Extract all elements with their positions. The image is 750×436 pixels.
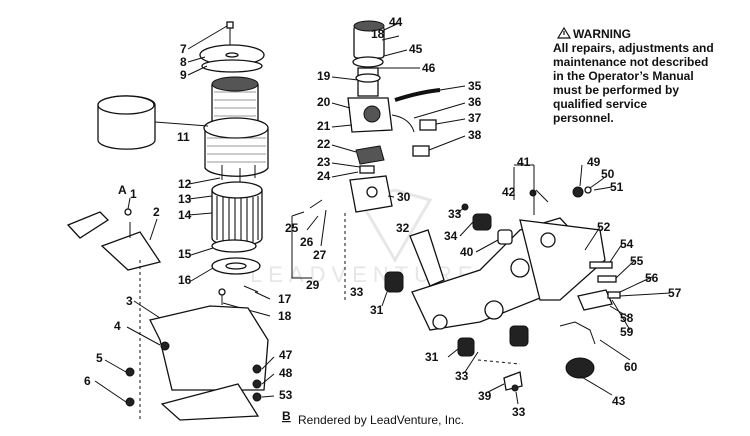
part-callout-53: 54 [620,237,634,251]
part-callout-25: 46 [422,61,436,75]
part-callout-24: 45 [409,42,423,56]
part-callout-18: 47 [279,348,293,362]
part-callout-51: 34 [444,229,458,243]
part-callout-30: 23 [317,155,331,169]
part-callout-17: 6 [84,374,91,388]
part-callout-43: 32 [396,221,410,235]
decal-and-shroud-assembly [66,197,275,421]
part-callout-7: 15 [178,247,192,261]
part-callout-54: 55 [630,254,644,268]
part-callout-35: 38 [468,128,482,142]
part-callout-44: 41 [517,155,531,169]
part-callout-46: 49 [587,155,601,169]
part-callout-58: 59 [620,325,634,339]
part-callout-5: 13 [178,192,192,206]
warning-icon [556,26,572,39]
part-callout-63: 33 [512,405,526,419]
part-callout-37: 25 [285,221,299,235]
part-callout-33: 36 [468,95,482,109]
warning-line-3: in the Operator’s Manual [553,69,694,83]
part-callout-45: 42 [502,185,516,199]
part-callout-29: 22 [317,137,331,151]
part-callout-20: 53 [279,388,293,402]
part-callout-11: A [118,183,127,197]
part-callout-38: 26 [300,235,314,249]
part-callout-12: 1 [130,187,137,201]
part-callout-59: 60 [624,360,638,374]
carburetor-assembly [291,20,466,300]
part-callout-52: 40 [460,245,474,259]
part-callout-27: 20 [317,95,331,109]
warning-line-1: All repairs, adjustments and [553,41,714,55]
part-callout-32: 35 [468,79,482,93]
warning-line-4: must be performed by [553,83,679,97]
part-callout-31: 24 [317,169,331,183]
air-cleaner-assembly [97,21,271,317]
part-callout-60: 31 [425,350,439,364]
part-callout-10: 18 [278,309,292,323]
part-callout-16: 5 [96,351,103,365]
part-callout-2: 9 [180,68,187,82]
part-callout-3: 11 [177,130,190,144]
warning-line-5: qualified service [553,97,647,111]
part-callout-1: 8 [180,55,187,69]
part-callout-8: 16 [178,273,192,287]
part-callout-62: 39 [478,389,492,403]
part-callout-23: 18 [371,27,385,41]
part-callout-47: 50 [601,167,615,181]
part-callout-34: 37 [468,111,482,125]
part-callout-21: B [282,409,291,423]
warning-line-2: maintenance not described [553,55,708,69]
credit-text: Rendered by LeadVenture, Inc. [298,413,464,427]
warning-title: WARNING [573,27,631,41]
part-callout-61: 33 [455,369,469,383]
part-callout-64: 43 [612,394,626,408]
part-callout-15: 4 [114,319,121,333]
part-callout-4: 12 [178,177,192,191]
part-callout-48: 51 [610,180,624,194]
part-callout-49: 33 [448,207,462,221]
part-callout-50: 52 [597,220,611,234]
part-callout-40: 29 [306,278,320,292]
part-callout-42: 31 [370,303,384,317]
warning-line-6: personnel. [553,111,614,125]
part-callout-41: 33 [350,285,364,299]
part-callout-36: 30 [397,190,411,204]
part-callout-22: 44 [389,15,403,29]
part-callout-28: 21 [317,119,331,133]
part-callout-13: 2 [153,205,160,219]
part-callout-0: 7 [180,42,187,56]
part-callout-6: 14 [178,208,192,222]
part-callout-39: 27 [313,248,327,262]
lower-bracket-assembly [381,164,671,405]
part-callout-14: 3 [126,294,133,308]
part-callout-56: 57 [668,286,682,300]
part-callout-55: 56 [645,271,659,285]
part-callout-26: 19 [317,69,331,83]
part-callout-9: 17 [278,292,292,306]
part-callout-57: 58 [620,311,634,325]
part-callout-19: 48 [279,366,293,380]
